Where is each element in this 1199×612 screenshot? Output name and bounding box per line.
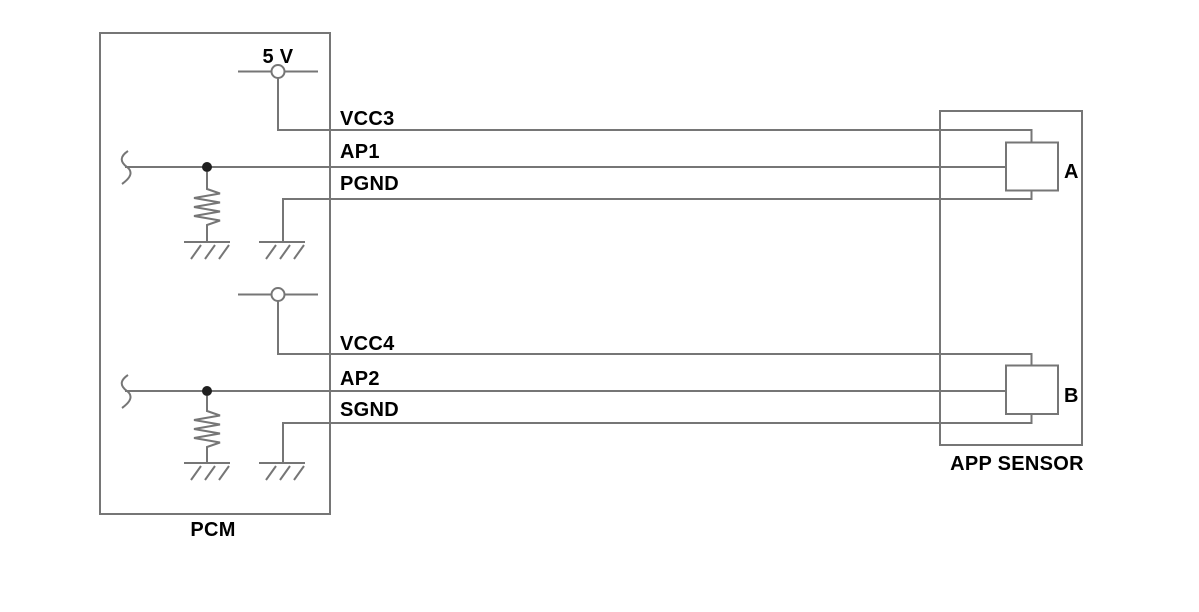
ground-icon (184, 462, 230, 481)
supply-voltage-label: 5 V (263, 46, 294, 68)
app-sensor-box (939, 110, 1083, 446)
connector-a-label: A (1064, 161, 1079, 183)
pin-label-sgnd: SGND (340, 399, 399, 421)
pcm-label: PCM (190, 519, 235, 541)
pin-label-vcc4: VCC4 (340, 333, 395, 355)
ground-icon (184, 241, 230, 260)
app-sensor-label: APP SENSOR (950, 453, 1084, 475)
junction-dot (202, 386, 212, 396)
pin-label-pgnd: PGND (340, 173, 399, 195)
connector-b (1005, 364, 1059, 415)
wire-sgnd (282, 414, 1033, 463)
wire-vcc4 (277, 301, 1033, 366)
ground-icon (259, 462, 305, 481)
pin-label-ap1: AP1 (340, 141, 380, 163)
pin-label-vcc3: VCC3 (340, 108, 395, 130)
supply-terminal-icon (238, 287, 318, 302)
connector-a (1005, 141, 1059, 192)
resistor-icon (193, 172, 221, 242)
junction-dot (202, 162, 212, 172)
pcm-box (99, 32, 331, 515)
wire-pgnd (282, 190, 1033, 242)
connector-b-label: B (1064, 385, 1079, 407)
wire-vcc3 (277, 78, 1033, 143)
ground-icon (259, 241, 305, 260)
supply-terminal-icon (238, 64, 318, 79)
pin-label-ap2: AP2 (340, 368, 380, 390)
resistor-icon (193, 396, 221, 463)
